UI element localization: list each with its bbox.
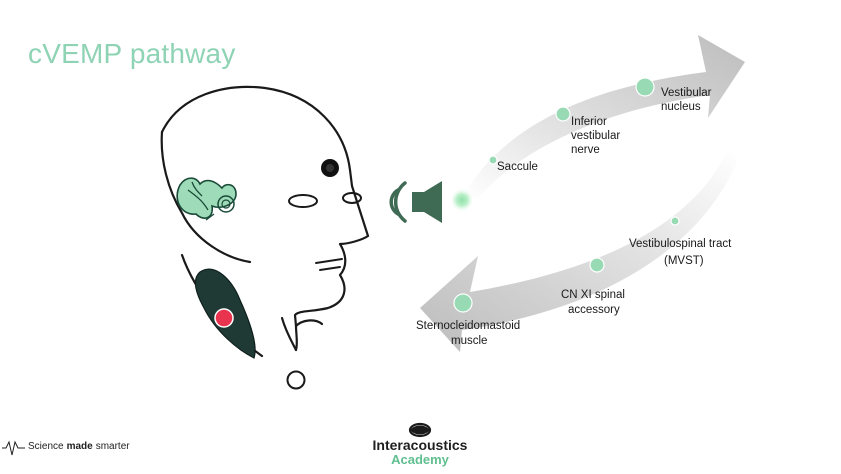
brand-name: Interacoustics	[372, 437, 468, 453]
electrode-marker	[214, 308, 234, 328]
label-tract-line1: Vestibulospinal tract	[629, 238, 732, 250]
tagline-post: smarter	[95, 441, 130, 452]
waveform-icon	[2, 440, 25, 456]
label-vestibular-line1: Vestibular	[661, 87, 712, 99]
slide-title: cVEMP pathway	[28, 38, 236, 69]
label-inferior-line1: Inferior	[571, 116, 607, 128]
inner-ear-icon	[176, 177, 237, 221]
label-saccule: Saccule	[497, 161, 538, 173]
lower-pathway-arrow	[420, 150, 738, 352]
eye-left	[288, 194, 318, 208]
label-scm-line2: muscle	[451, 335, 487, 347]
eye-right	[342, 192, 362, 204]
node-sternocleidomastoid	[453, 293, 473, 313]
head-illustration	[160, 85, 370, 358]
mouth	[315, 258, 343, 271]
brand-sub: Academy	[391, 452, 449, 467]
signal-origin-glow	[450, 188, 474, 212]
interacoustics-logo	[408, 422, 432, 438]
label-scm-line1: Sternocleidomastoid	[416, 320, 520, 332]
node-inferior-vestibular-nerve	[555, 106, 571, 122]
tagline-bold: made	[66, 441, 93, 452]
node-saccule	[488, 155, 498, 165]
brand-block: Interacoustics Academy	[352, 422, 488, 467]
footer-tagline: Science made smarter	[28, 441, 130, 452]
node-vestibulospinal-tract	[670, 216, 680, 226]
label-inferior-line3: nerve	[571, 144, 600, 156]
label-cn-line2: accessory	[568, 304, 620, 316]
label-vestibular-line2: nucleus	[661, 101, 701, 113]
node-cn-xi	[589, 257, 605, 273]
label-tract-line2: (MVST)	[664, 255, 704, 267]
neck-circle	[286, 370, 306, 390]
upper-pathway-arrow	[462, 35, 745, 198]
label-inferior-line2: vestibular	[571, 130, 620, 142]
node-vestibular-nucleus	[635, 77, 655, 97]
tagline-pre: Science	[28, 441, 64, 452]
speaker-icon	[389, 181, 442, 223]
label-cn-line1: CN XI spinal	[561, 289, 625, 301]
